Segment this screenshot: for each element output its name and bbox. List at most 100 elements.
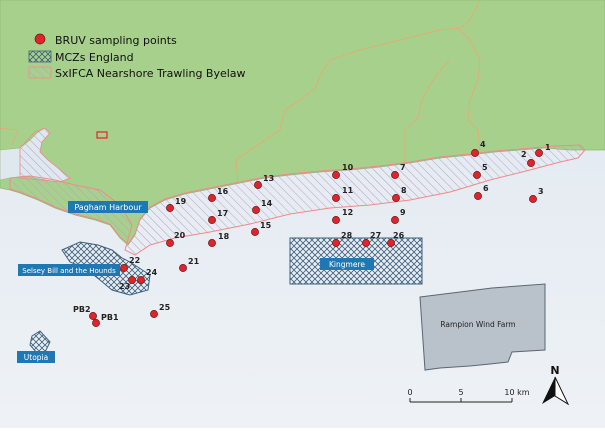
sampling-point-5: 5 — [473, 163, 488, 179]
sampling-point-marker — [392, 194, 400, 202]
sampling-point-label: 1 — [545, 143, 551, 152]
sampling-point-label: 11 — [342, 186, 354, 195]
selsey-label: Selsey Bill and the Hounds — [22, 267, 116, 275]
sampling-point-label: 4 — [480, 140, 486, 149]
rampion-label: Rampion Wind Farm — [440, 320, 515, 329]
sampling-point-label: PB1 — [101, 313, 119, 322]
sampling-point-label: 20 — [174, 231, 186, 240]
sampling-point-1: 1 — [535, 143, 551, 157]
sampling-point-label: 7 — [400, 163, 406, 172]
sampling-point-marker — [166, 239, 174, 247]
sampling-point-18: 18 — [208, 232, 230, 247]
sampling-point-4: 4 — [471, 140, 486, 157]
small-marker-box — [96, 131, 108, 139]
sampling-point-label: 27 — [370, 231, 381, 240]
sampling-point-marker — [529, 195, 537, 203]
sampling-point-marker — [251, 228, 259, 236]
sampling-points: 1234567891011121314151617181920212223242… — [73, 140, 551, 327]
pagham-byelaw-area — [19, 127, 71, 183]
sampling-point-label: 12 — [342, 208, 353, 217]
sampling-point-marker — [208, 194, 216, 202]
sampling-point-label: 23 — [119, 282, 130, 291]
sampling-point-label: 2 — [521, 150, 527, 159]
sampling-point-marker — [92, 319, 100, 327]
north-label: N — [550, 364, 559, 377]
byelaw-area — [9, 144, 586, 256]
legend-label-bruv: BRUV sampling points — [55, 34, 177, 47]
sampling-point-label: 14 — [261, 199, 273, 208]
north-arrow-icon: N — [542, 364, 570, 406]
sampling-point-marker — [471, 149, 479, 157]
sampling-point-label: 6 — [483, 184, 489, 193]
sampling-point-8: 8 — [392, 186, 407, 202]
sampling-point-10: 10 — [332, 163, 354, 179]
sampling-point-label: 9 — [400, 208, 406, 217]
sampling-point-19: 19 — [166, 197, 187, 212]
sampling-point-marker — [391, 171, 399, 179]
sampling-point-marker — [120, 264, 128, 272]
sampling-point-24: 24 — [137, 268, 158, 284]
sampling-point-15: 15 — [251, 221, 272, 236]
sampling-point-label: 5 — [482, 163, 488, 172]
diagonal-hatch-swatch-icon — [28, 66, 52, 79]
sampling-point-27: 27 — [362, 231, 381, 247]
sampling-point-label: 10 — [342, 163, 354, 172]
place-label-selsey: Selsey Bill and the Hounds — [18, 264, 120, 276]
pagham-label: Pagham Harbour — [74, 203, 142, 212]
sampling-point-label: 8 — [401, 186, 407, 195]
sampling-point-marker — [208, 216, 216, 224]
sampling-point-28: 28 — [332, 231, 353, 247]
sampling-point-label: 18 — [218, 232, 230, 241]
red-dot-icon — [34, 33, 46, 45]
sampling-point-marker — [89, 312, 97, 320]
sampling-point-label: 3 — [538, 187, 544, 196]
sampling-point-marker — [179, 264, 187, 272]
kingmere-label: Kingmere — [329, 260, 365, 269]
crosshatch-swatch-icon — [28, 50, 52, 63]
sampling-point-label: 22 — [129, 256, 140, 265]
sampling-point-marker — [391, 216, 399, 224]
sampling-point-20: 20 — [166, 231, 186, 247]
sampling-point-marker — [527, 159, 535, 167]
sampling-point-marker — [332, 171, 340, 179]
sampling-point-label: 19 — [175, 197, 187, 206]
sampling-point-label: 21 — [188, 257, 200, 266]
sampling-point-label: 28 — [341, 231, 353, 240]
sampling-point-label: 16 — [217, 187, 229, 196]
sampling-point-marker — [208, 239, 216, 247]
scale-tick-0: 0 — [407, 388, 412, 397]
legend: BRUV sampling points MCZs England SxIFCA… — [28, 33, 246, 80]
legend-label-mcz: MCZs England — [55, 51, 134, 64]
sampling-point-PB1: PB1 — [92, 313, 119, 327]
sampling-point-marker — [252, 206, 260, 214]
sampling-point-2: 2 — [521, 150, 535, 167]
sampling-point-7: 7 — [391, 163, 406, 179]
sampling-point-marker — [128, 276, 136, 284]
sampling-point-marker — [387, 239, 395, 247]
sampling-point-marker — [150, 310, 158, 318]
utopia-label: Utopia — [24, 353, 48, 362]
sampling-point-marker — [332, 216, 340, 224]
sampling-point-6: 6 — [474, 184, 489, 200]
sampling-point-16: 16 — [208, 187, 229, 202]
sampling-point-21: 21 — [179, 257, 200, 272]
sampling-point-label: 25 — [159, 303, 171, 312]
sampling-point-marker — [166, 204, 174, 212]
sampling-point-label: 24 — [146, 268, 158, 277]
sampling-point-26: 26 — [387, 231, 405, 247]
sampling-point-label: PB2 — [73, 305, 91, 314]
sampling-point-3: 3 — [529, 187, 544, 203]
sampling-point-label: 26 — [393, 231, 405, 240]
place-label-kingmere: Kingmere — [320, 258, 374, 270]
scale-tick-5: 5 — [458, 388, 463, 397]
sampling-point-12: 12 — [332, 208, 353, 224]
sampling-point-marker — [473, 171, 481, 179]
sampling-point-13: 13 — [254, 174, 274, 189]
sampling-point-marker — [254, 181, 262, 189]
legend-label-byelaw: SxIFCA Nearshore Trawling Byelaw — [55, 67, 246, 80]
sampling-point-label: 15 — [260, 221, 272, 230]
sampling-point-22: 22 — [120, 256, 140, 272]
sampling-point-marker — [332, 239, 340, 247]
sampling-point-marker — [474, 192, 482, 200]
sampling-point-11: 11 — [332, 186, 354, 202]
